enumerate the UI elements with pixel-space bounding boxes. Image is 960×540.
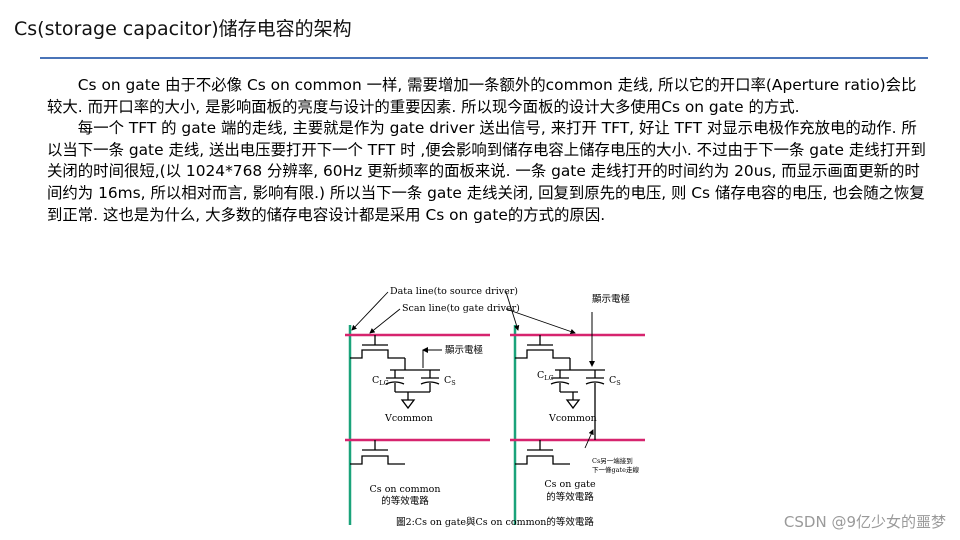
figure-caption: 圖2:Cs on gate與Cs on common的等效電路 (396, 516, 594, 528)
slide-title: Cs(storage capacitor)储存电容的架构 (14, 18, 352, 40)
paragraph: 每一个 TFT 的 gate 端的走线, 主要就是作为 gate driver … (47, 119, 926, 224)
capacitors-left (385, 358, 440, 410)
cs-label-right: CS (609, 375, 621, 387)
body-text: Cs on gate 由于不必像 Cs on common 一样, 需要增加一条… (47, 75, 927, 226)
equivalent-circuit-figure: Data line(to source driver) Scan line(to… (330, 280, 660, 535)
data-line-label: Data line(to source driver) (390, 286, 518, 297)
paragraph: Cs on gate 由于不必像 Cs on common 一样, 需要增加一条… (47, 76, 917, 116)
left-caption-line2: 的等效電路 (381, 495, 429, 507)
tft-left-bottom (350, 440, 405, 465)
cs-label-left: CS (444, 375, 456, 387)
vcommon-label-left: Vcommon (384, 413, 433, 424)
cs-note-line1: Cs另一端接到 (592, 456, 633, 465)
watermark: CSDN @9亿少女的噩梦 (783, 513, 946, 531)
pixel-electrode-label-right: 顯示電極 (592, 293, 631, 305)
circuit-diagram: Data line(to source driver) Scan line(to… (345, 286, 645, 528)
tft-right-bottom (515, 440, 570, 465)
title-divider (40, 57, 928, 59)
scan-line-label: Scan line(to gate driver) (402, 303, 520, 314)
vcommon-label-right: Vcommon (548, 413, 597, 424)
capacitors-right (550, 358, 605, 440)
cs-note-line2: 下一條gate走線 (592, 465, 639, 474)
tft-right-top (515, 335, 570, 359)
left-caption-line1: Cs on common (370, 484, 441, 495)
clc-label-right: CLC (537, 370, 554, 382)
right-caption-line1: Cs on gate (544, 479, 596, 490)
tft-left-top (350, 335, 405, 359)
clc-label-left: CLC (372, 375, 389, 387)
right-caption-line2: 的等效電路 (546, 491, 594, 503)
pixel-electrode-label-left: 顯示電極 (445, 344, 484, 356)
